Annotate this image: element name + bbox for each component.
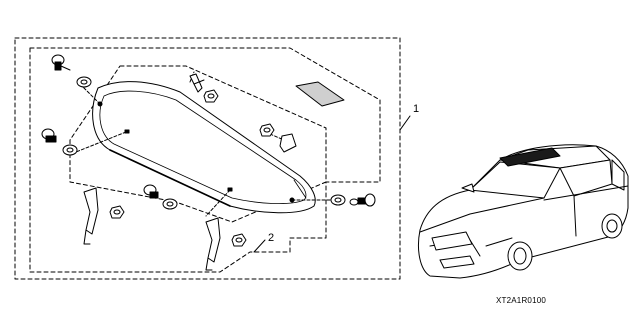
- callout-2-label: 2: [268, 232, 275, 244]
- nut-right: [259, 123, 275, 137]
- washer-center: [162, 198, 178, 210]
- clip-bracket-left: [83, 187, 99, 245]
- part-code-label: XT2A1R0100: [496, 296, 547, 305]
- washer-right: [330, 194, 346, 206]
- bracket-top-center: [189, 73, 205, 93]
- bolt-left-middle: [41, 128, 57, 143]
- nut-clip-right: [231, 233, 247, 247]
- inner-group-outline: [29, 47, 381, 273]
- callout-1-label: 1: [413, 103, 420, 115]
- clip-bracket-right: [205, 217, 221, 271]
- nut-top-center: [203, 89, 219, 103]
- adhesive-pad: [295, 81, 345, 107]
- callout-2-leader: [253, 239, 266, 253]
- washer-top-left: [76, 76, 92, 88]
- car-illustration: [417, 144, 629, 279]
- bolt-top-left: [51, 54, 71, 71]
- bolt-center: [143, 184, 159, 199]
- bolt-right: [357, 193, 376, 207]
- kit-boundary-outline: [14, 37, 401, 280]
- nut-clip-left: [109, 205, 125, 219]
- nut-right-small: [349, 198, 359, 206]
- bracket-right: [279, 133, 297, 153]
- washer-left-middle: [62, 144, 78, 156]
- callout-1-leader: [399, 115, 411, 131]
